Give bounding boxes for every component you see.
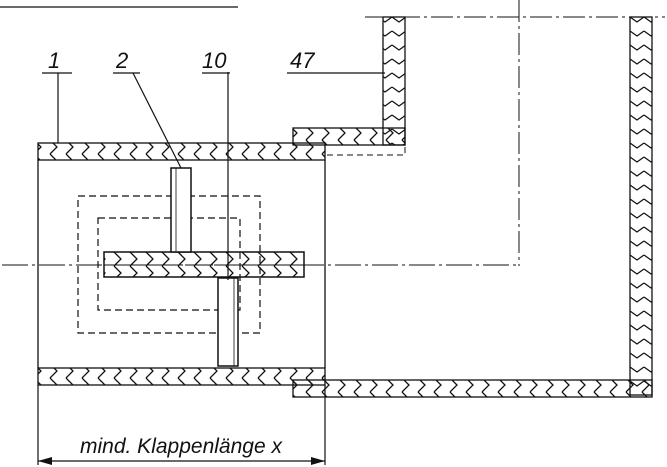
duct-right-wall: [629, 16, 653, 396]
duct-47: [292, 16, 653, 398]
dimension-arrow-right: [311, 457, 325, 465]
dimension-text: mind. Klappenlänge x: [80, 435, 283, 458]
label-part-1: 1: [48, 48, 60, 73]
leader-2-pointer: [132, 72, 182, 169]
duct-upper-left-wall: [382, 16, 406, 146]
reference-leaders: [42, 72, 385, 169]
label-part-2: 2: [115, 48, 128, 73]
label-part-47: 47: [290, 48, 315, 73]
duct-bottom-wall: [292, 379, 653, 398]
dimension-arrow-left: [38, 457, 52, 465]
damper-blade-10: [103, 72, 305, 367]
housing-bottom-wall: [37, 367, 326, 386]
blade-lower-leg: [217, 277, 239, 367]
length-dimension: [37, 385, 326, 465]
housing-top-wall: [37, 142, 326, 161]
blade-upper-leg: [170, 167, 192, 253]
label-part-10: 10: [202, 48, 227, 73]
duct-inner-dashed: [325, 17, 406, 156]
blade-outline-outer: [77, 195, 261, 334]
damper-housing-1: [37, 142, 326, 386]
duct-step-wall: [292, 127, 406, 146]
